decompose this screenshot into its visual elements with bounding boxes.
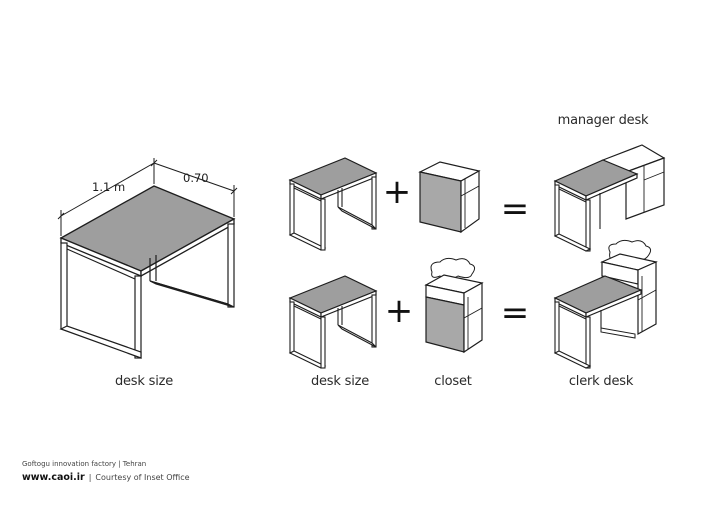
label-clerk-desk: clerk desk (568, 374, 634, 389)
credit-site-link[interactable]: www.caoi.ir (22, 472, 85, 483)
manager-desk (553, 144, 666, 252)
equals-sign-row1: = (501, 189, 530, 229)
row2-desk (289, 275, 377, 369)
plus-sign-row2: + (385, 291, 414, 331)
label-desk-size-small: desk size (310, 374, 370, 389)
label-closet: closet (434, 374, 472, 389)
dimension-depth-label: 0.70 (183, 171, 209, 185)
dimension-width-label: 1.1 m (92, 180, 126, 194)
credit-separator: | (88, 473, 92, 482)
credit-line-source: www.caoi.ir|Courtesy of Inset Office (22, 472, 190, 483)
row1-closet (418, 161, 481, 234)
plus-sign-row1: + (383, 172, 412, 212)
credit-courtesy: Courtesy of Inset Office (95, 473, 190, 482)
dimension-depth-line (153, 162, 238, 217)
credit-line-factory: Goftogu innovation factory | Tehran (22, 460, 147, 468)
row1-desk (289, 157, 377, 251)
row2-closet (424, 257, 484, 354)
clerk-desk (553, 239, 658, 369)
label-manager-desk: manager desk (557, 113, 649, 128)
label-desk-size-large: desk size (114, 374, 174, 389)
equals-sign-row2: = (501, 293, 530, 333)
large-desk (59, 185, 236, 359)
